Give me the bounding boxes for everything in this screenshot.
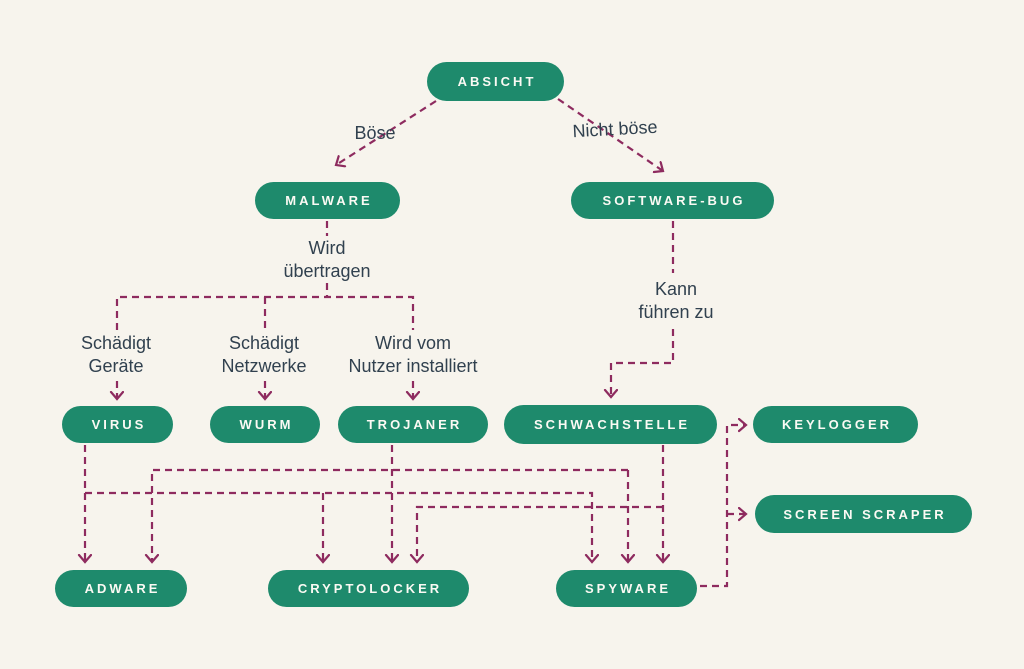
node-virus: VIRUS xyxy=(62,406,173,443)
edge-label-wird-vom-nutzer-installiert: Wird vom Nutzer installiert xyxy=(348,333,478,376)
edge-absicht-software-bug xyxy=(557,98,663,171)
node-software-bug: SOFTWARE-BUG xyxy=(571,182,774,219)
node-trojaner: TROJANER xyxy=(338,406,488,443)
node-adware: ADWARE xyxy=(55,570,187,607)
node-schwachstelle: SCHWACHSTELLE xyxy=(504,405,717,444)
edge-schwachstelle-cryptolocker xyxy=(417,505,663,562)
node-wurm: WURM xyxy=(210,406,320,443)
node-malware: MALWARE xyxy=(255,182,400,219)
edge-absicht-malware xyxy=(336,100,437,165)
edge-trojaner-adware xyxy=(152,468,628,562)
edge-spyware-keylogger xyxy=(700,425,746,588)
edge-label-wird-uebertragen: Wird übertragen xyxy=(283,238,371,281)
edge-label-schaedigt-geraete: Schädigt Geräte xyxy=(80,333,152,376)
node-cryptolocker: CRYPTOLOCKER xyxy=(268,570,469,607)
edge-label-schaedigt-netzwerke: Schädigt Netzwerke xyxy=(221,333,307,376)
node-keylogger: KEYLOGGER xyxy=(753,406,918,443)
edge-software-bug-schwachstelle xyxy=(611,329,675,397)
node-screen-scraper: SCREEN SCRAPER xyxy=(755,495,972,533)
edge-virus-spyware xyxy=(85,491,592,562)
edge-label-kann-fuehren-zu: Kann führen zu xyxy=(638,279,714,322)
edge-label-boese: Böse xyxy=(354,123,396,143)
node-absicht: ABSICHT xyxy=(427,62,564,101)
node-spyware: SPYWARE xyxy=(556,570,697,607)
